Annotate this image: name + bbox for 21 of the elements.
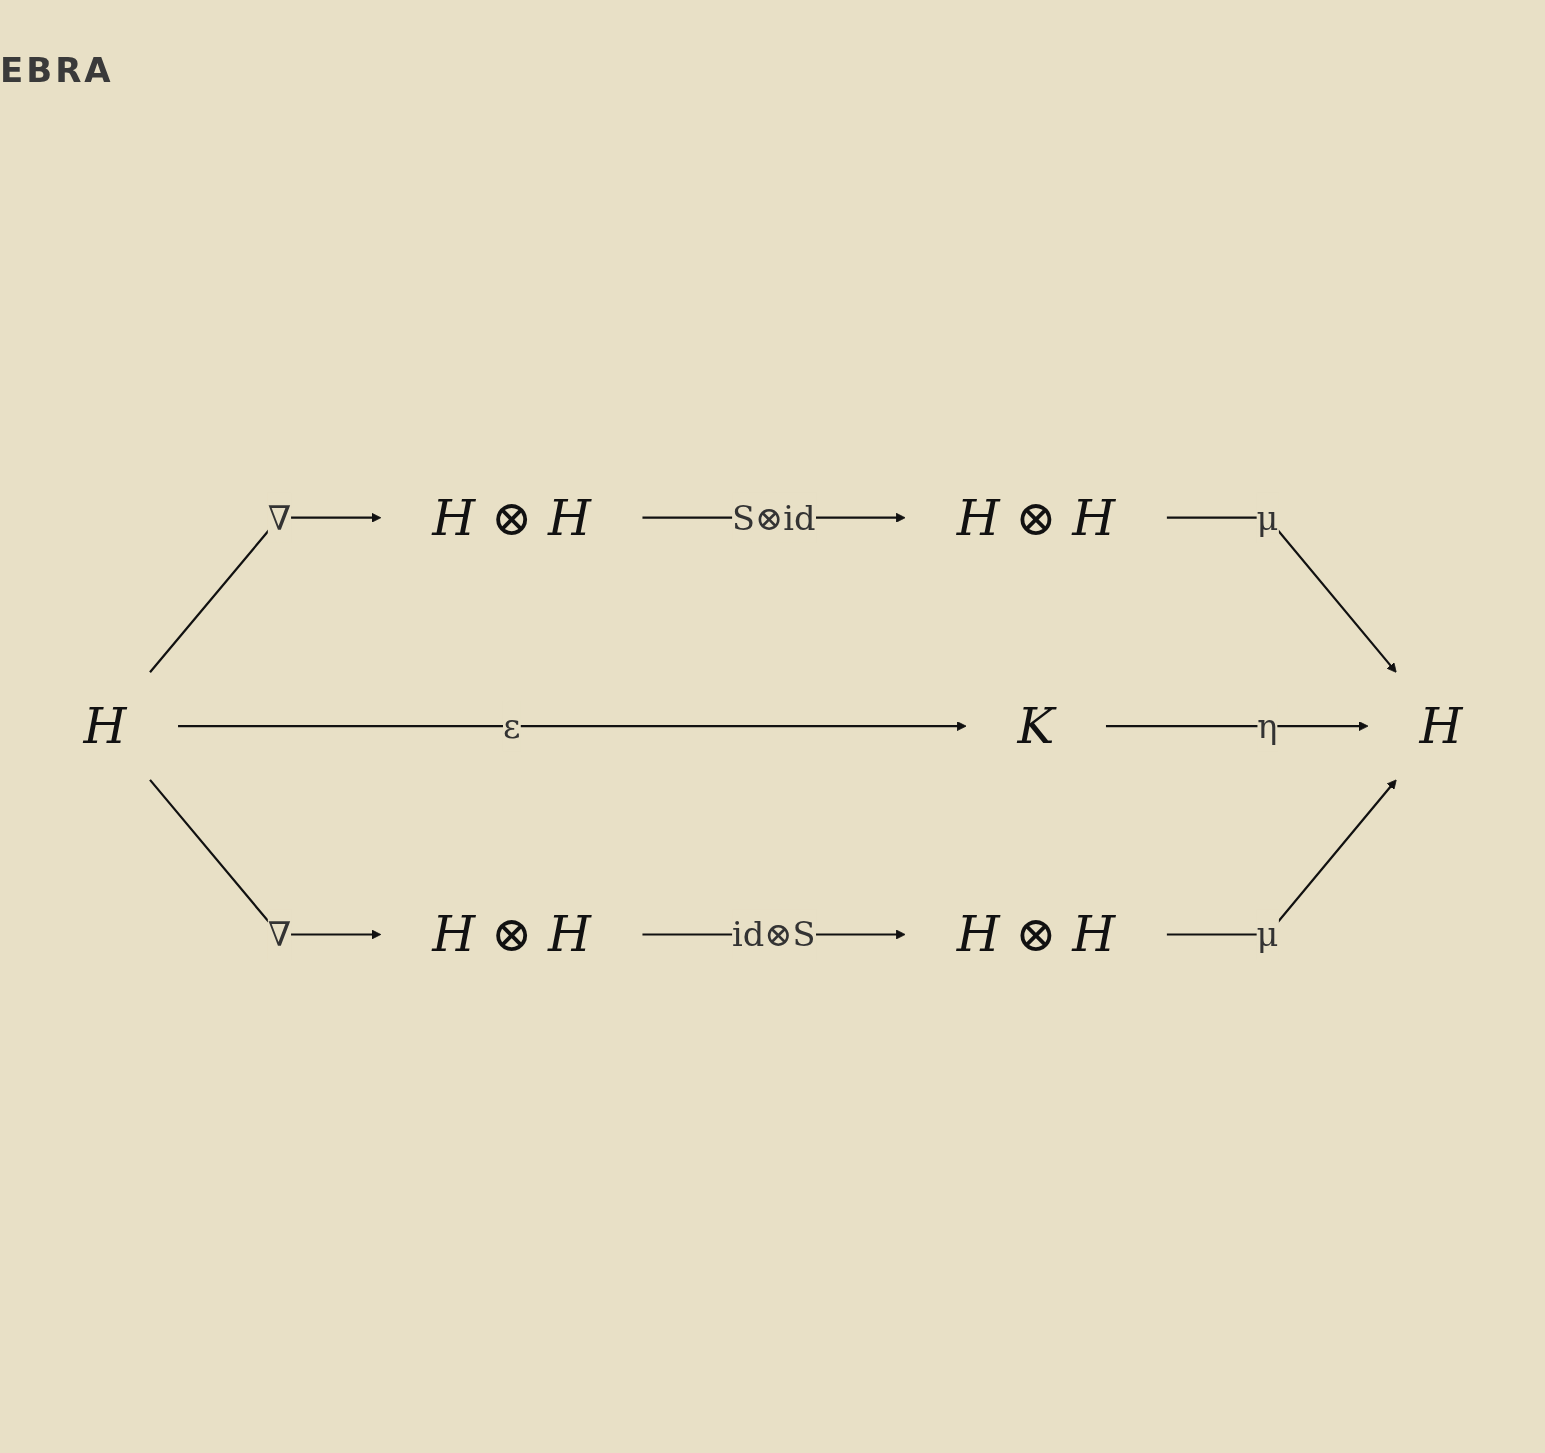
arrow bbox=[1105, 721, 1368, 732]
edge-label: η bbox=[1256, 706, 1277, 747]
arrow bbox=[1166, 517, 1397, 674]
arrow bbox=[148, 513, 381, 674]
edge-label: ∇ bbox=[267, 915, 291, 955]
node-text: H ⊗ H bbox=[956, 905, 1115, 963]
edge-label: ε bbox=[502, 706, 520, 747]
node-text: H ⊗ H bbox=[956, 488, 1115, 547]
node-text: H bbox=[83, 697, 126, 755]
edge-label: μ bbox=[1256, 915, 1278, 955]
arrow bbox=[177, 721, 966, 732]
node-text: H bbox=[1419, 697, 1462, 755]
arrow bbox=[1166, 779, 1397, 936]
edge-label: S⊗id bbox=[731, 498, 816, 538]
heading-fragment: EBRA bbox=[0, 50, 114, 90]
node-text: H ⊗ H bbox=[431, 488, 591, 547]
edge-label: id⊗S bbox=[731, 915, 816, 955]
arrow bbox=[148, 779, 381, 940]
edge-label: μ bbox=[1256, 498, 1278, 538]
node-text: H ⊗ H bbox=[431, 905, 591, 963]
edge-label: ∇ bbox=[267, 498, 291, 538]
